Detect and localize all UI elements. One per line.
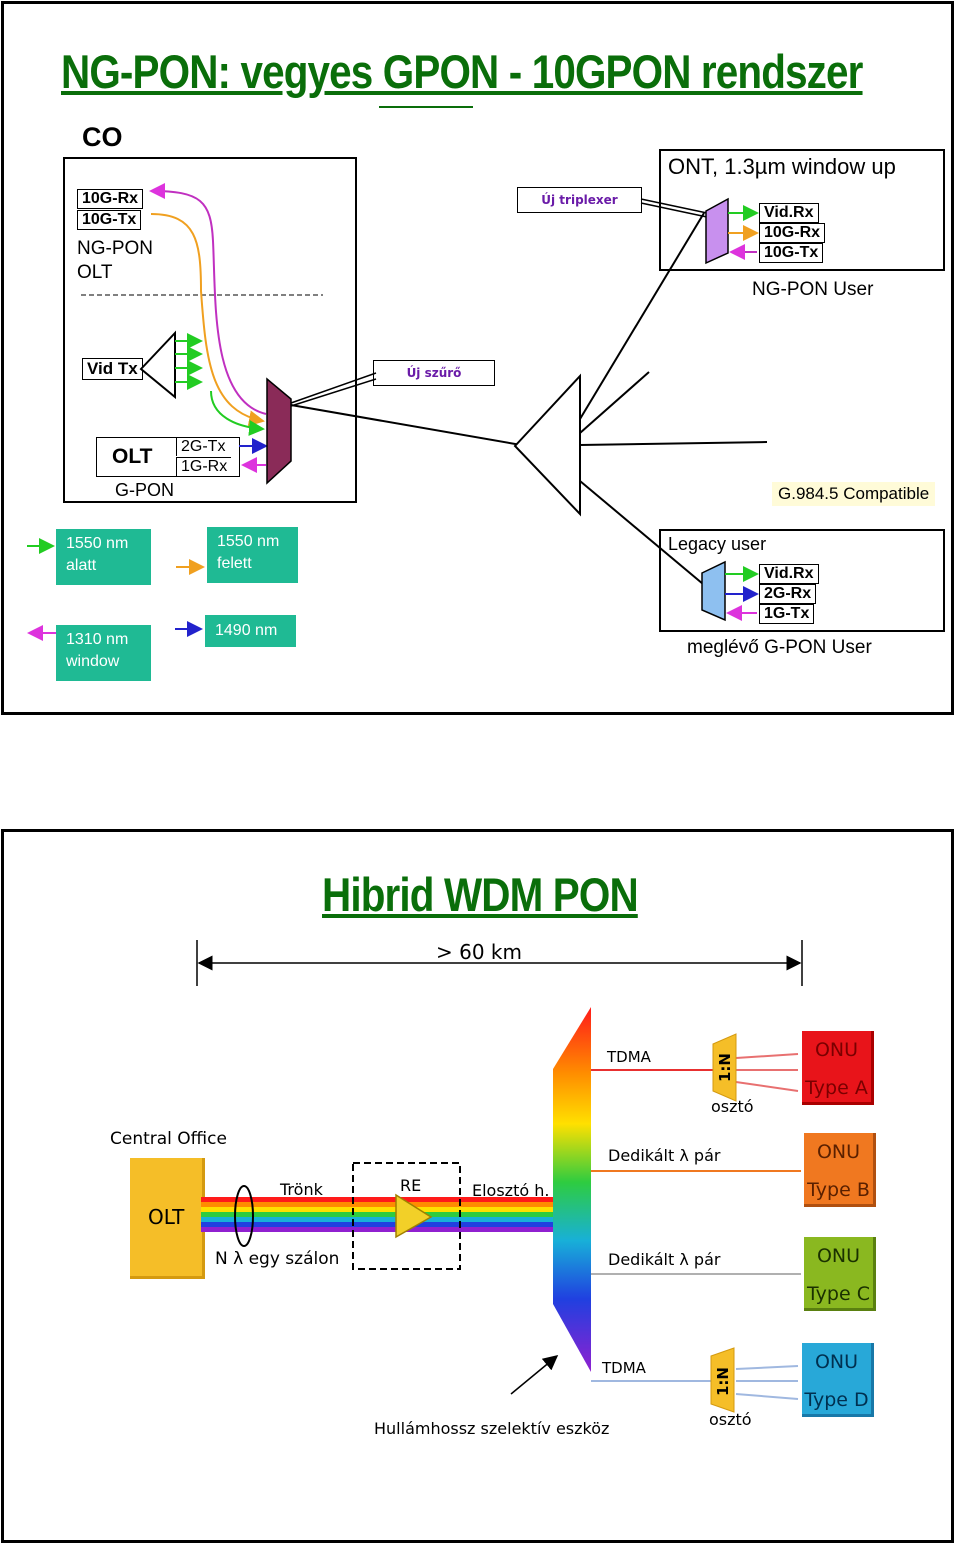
vid-tx-label: Vid Tx <box>82 358 143 380</box>
ont-caption: NG-PON User <box>752 279 874 300</box>
gpon-rx-label: 1G-Rx <box>176 457 232 476</box>
legacy-vid-label: Vid.Rx <box>759 564 819 584</box>
legend-1310-line2: window <box>66 653 120 670</box>
tdma-label-top: TDMA <box>607 1048 651 1066</box>
tronk-label: Trönk <box>280 1180 323 1199</box>
onu-type-d: ONU Type D <box>802 1343 874 1417</box>
n-lambda-label: N λ egy szálon <box>215 1249 340 1269</box>
branch-d3 <box>735 1393 799 1400</box>
onu-b-label: ONU <box>816 1141 861 1163</box>
ngpon-rx-label: 10G-Rx <box>77 189 144 209</box>
ngpon-tx-label: 10G-Tx <box>77 210 142 230</box>
g984-badge: G.984.5 Compatible <box>772 482 936 506</box>
legend-1490-line1: 1490 nm <box>215 622 278 639</box>
hullam-label: Hullámhossz szelektív eszköz <box>374 1419 610 1438</box>
onu-type-b: ONU Type B <box>804 1133 876 1207</box>
wavelength-selective-device <box>553 1007 591 1372</box>
onu-c-label: ONU <box>816 1245 861 1267</box>
splitter-1n-top-label: 1:N <box>716 1053 734 1082</box>
onu-type-a: ONU Type A <box>802 1031 874 1105</box>
hullam-pointer <box>510 1355 559 1395</box>
branch-a1 <box>735 1053 799 1059</box>
uj-szuro-label: Új szűrő <box>373 360 495 386</box>
splitter-1n-top <box>712 1033 737 1102</box>
central-office-label: Central Office <box>110 1129 227 1149</box>
onu-b-type: Type B <box>807 1179 870 1201</box>
onu-c-type: Type C <box>807 1283 870 1305</box>
onu-a-label: ONU <box>814 1039 859 1061</box>
onu-d-type: Type D <box>804 1389 869 1411</box>
ont-rx-label: 10G-Rx <box>759 223 826 243</box>
ngpon-olt-line2: OLT <box>77 262 113 283</box>
gpon-caption: G-PON <box>115 480 175 500</box>
legend-1550-felett-line2: felett <box>217 555 252 572</box>
ont-tx-label: 10G-Tx <box>759 243 824 263</box>
slide1-title: NG-PON: vegyes GPON - 10GPON rendszer <box>61 45 863 98</box>
eloszto-label: Elosztó h. <box>472 1181 550 1200</box>
olt-label: OLT <box>148 1205 185 1229</box>
slide-ngpon: NG-PON: vegyes GPON - 10GPON rendszer CO… <box>1 1 954 715</box>
legend-1310-line1: 1310 nm <box>66 631 129 648</box>
slide2-title: Hibrid WDM PON <box>322 868 639 921</box>
slide-hybrid-wdm: Hibrid WDM PON > 60 km Central Office OL… <box>1 829 954 1543</box>
branch-d1 <box>735 1365 799 1370</box>
legend-1310-window: 1310 nm window <box>56 625 151 681</box>
onu-a-type: Type A <box>805 1077 868 1099</box>
uj-triplexer-label: Új triplexer <box>517 187 642 213</box>
splitter-label: 1:32 <box>532 435 573 457</box>
onu-type-c: ONU Type C <box>804 1237 876 1311</box>
legend-1550-alatt-line1: 1550 nm <box>66 535 129 552</box>
ngpon-olt-line1: NG-PON <box>77 238 153 259</box>
co-box <box>63 157 357 503</box>
ont-vid-label: Vid.Rx <box>759 203 819 223</box>
n-lambda-ellipse <box>234 1185 254 1247</box>
tdma-label-bottom: TDMA <box>602 1359 646 1377</box>
legend-1550-alatt: 1550 nm alatt <box>56 529 151 585</box>
legend-1550-felett-line1: 1550 nm <box>217 533 280 550</box>
dedikalt-label-b: Dedikált λ pár <box>608 1146 721 1165</box>
legacy-title: Legacy user <box>668 534 767 554</box>
ont-title: ONT, 1.3µm window up <box>668 154 896 179</box>
splitter-1n-bottom-label: 1:N <box>714 1367 732 1396</box>
dedikalt-label-c: Dedikált λ pár <box>608 1250 721 1269</box>
re-label: RE <box>400 1176 422 1195</box>
gpon-tx-label: 2G-Tx <box>176 438 230 456</box>
branch-a3 <box>735 1081 799 1092</box>
oszto-label-bottom: osztó <box>709 1410 752 1429</box>
legend-1490: 1490 nm <box>205 615 296 647</box>
drop-fiber-2 <box>579 371 650 434</box>
co-label: CO <box>82 122 123 152</box>
splitter-1n-bottom <box>710 1347 735 1413</box>
re-amplifier <box>395 1193 433 1239</box>
legend-1550-felett: 1550 nm felett <box>207 527 298 583</box>
gpon-olt-label: OLT <box>112 445 153 468</box>
trunk-rainbow <box>201 1197 553 1232</box>
legend-1550-alatt-line2: alatt <box>66 557 97 574</box>
onu-d-label: ONU <box>814 1351 859 1373</box>
distance-label: > 60 km <box>436 940 522 964</box>
drop-fiber-3 <box>579 441 768 446</box>
legacy-rx-label: 2G-Rx <box>759 584 817 604</box>
legacy-tx-label: 1G-Tx <box>759 604 815 624</box>
legacy-caption: meglévő G-PON User <box>687 637 872 658</box>
gpon-olt-box <box>96 437 240 477</box>
oszto-label-top: osztó <box>711 1097 754 1116</box>
